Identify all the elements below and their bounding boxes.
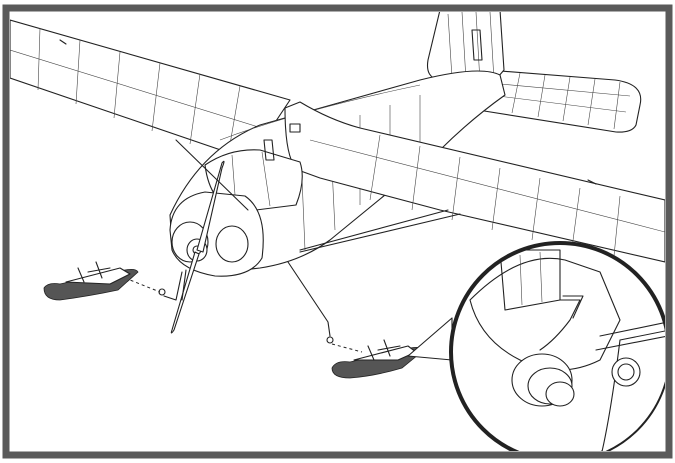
horizontal-stabilizer — [477, 69, 642, 133]
left-float-ski — [43, 261, 139, 301]
right-wing — [284, 101, 665, 263]
wing-struts — [175, 139, 461, 253]
cowl — [169, 191, 264, 277]
detail-magnifier — [449, 241, 665, 451]
connector-left — [124, 277, 161, 293]
propeller — [170, 160, 225, 334]
connector-right — [331, 343, 363, 353]
landing-gear — [158, 261, 334, 344]
right-float-ski — [331, 339, 425, 379]
